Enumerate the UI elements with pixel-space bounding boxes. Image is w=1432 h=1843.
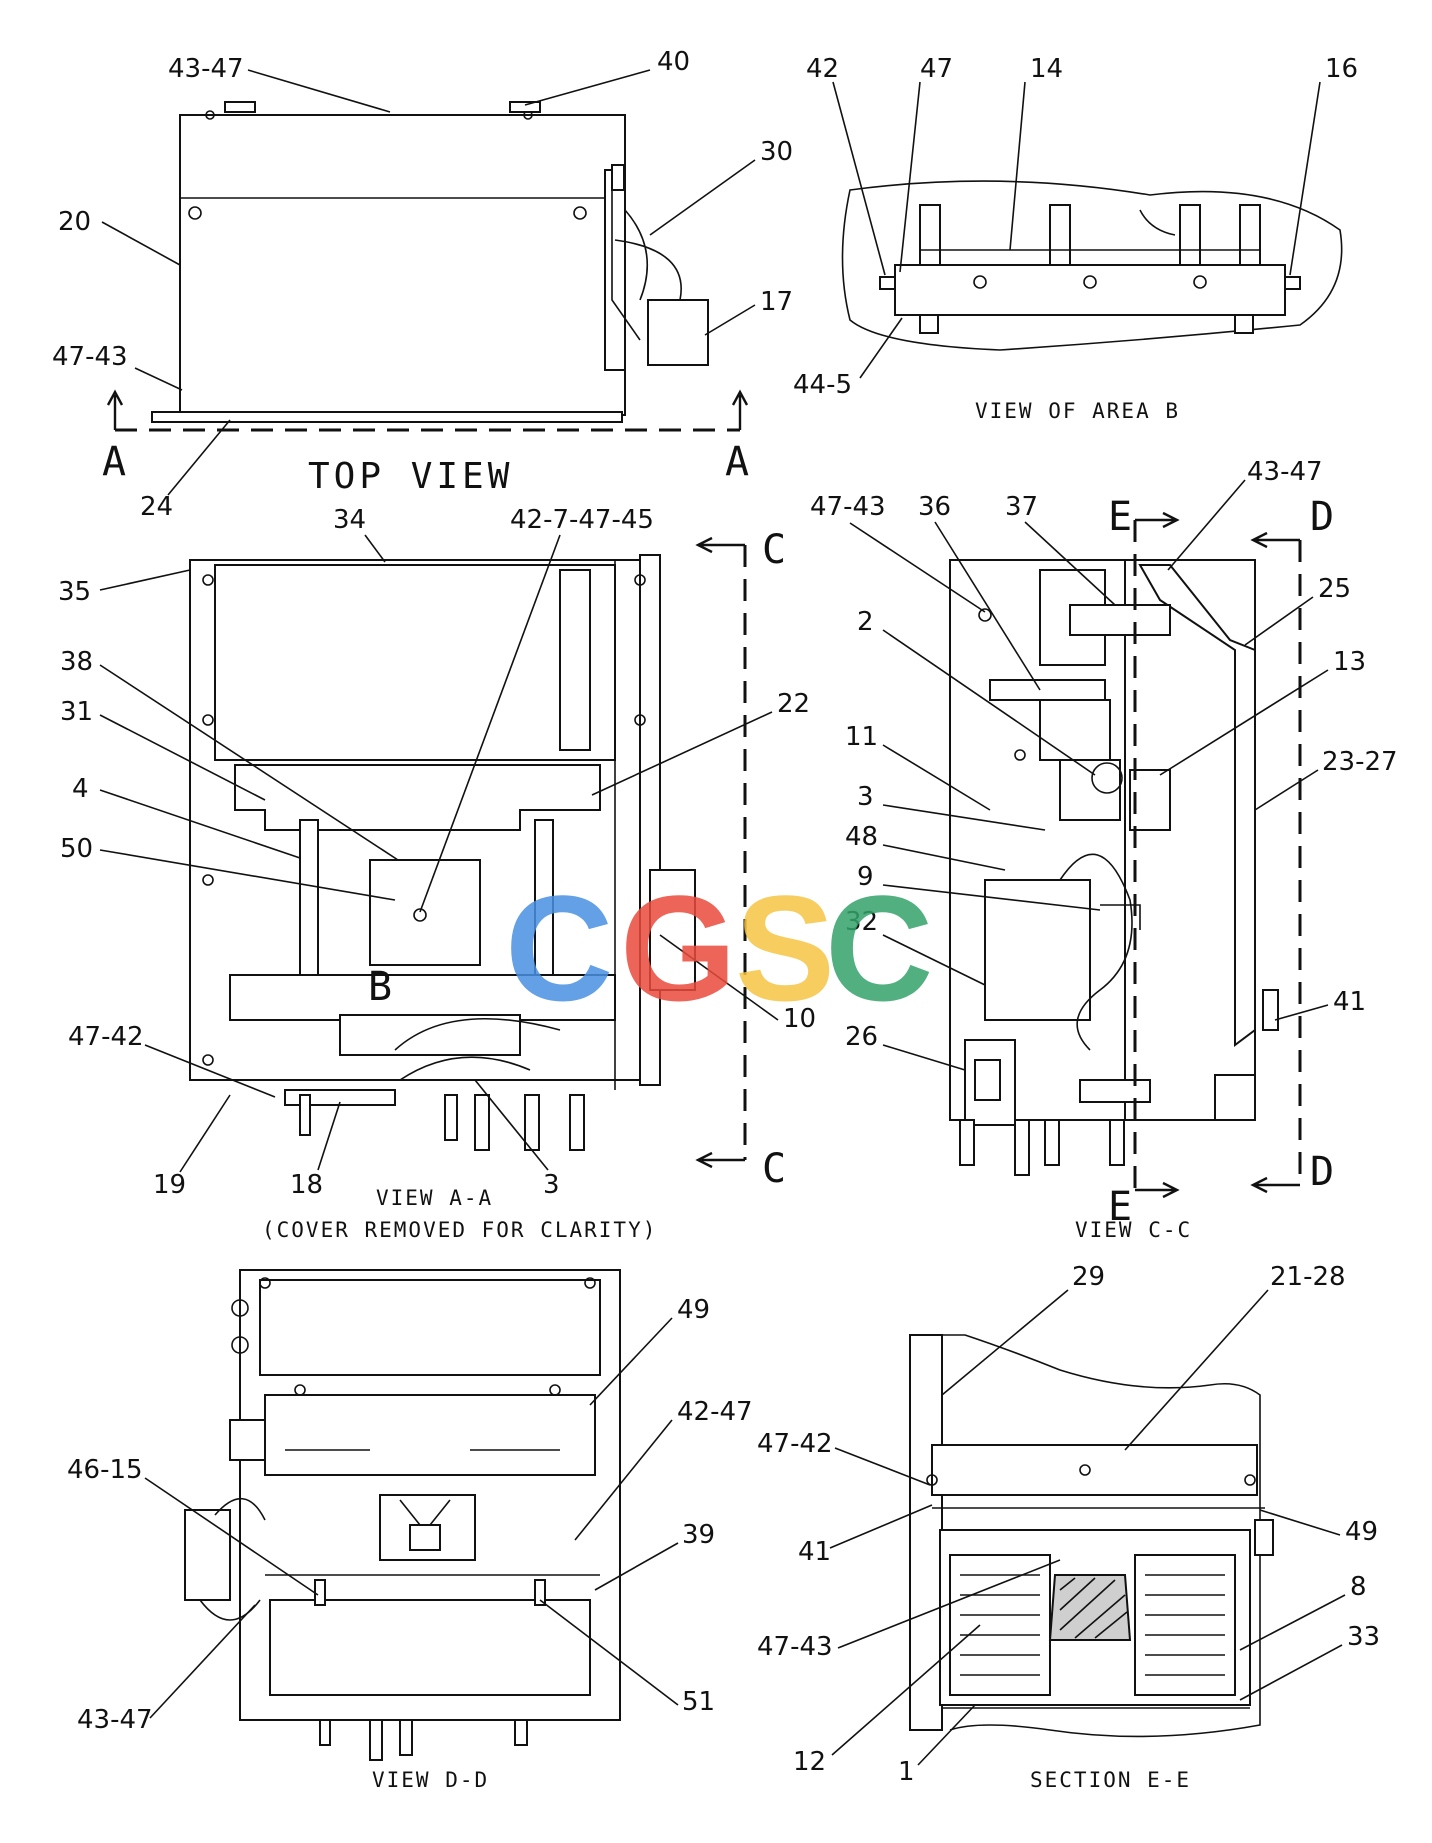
callout: 19: [153, 1170, 186, 1200]
callout: 29: [1072, 1262, 1105, 1292]
watermark-letter: C: [825, 864, 933, 1032]
callout: 34: [333, 505, 366, 535]
callout: 24: [140, 492, 173, 522]
callout: 35: [58, 577, 91, 607]
callout: 12: [793, 1747, 826, 1777]
callout: 47-42: [68, 1022, 144, 1052]
callout: 13: [1333, 647, 1366, 677]
area-b-view: [841, 180, 1343, 351]
callout: 42-7-47-45: [510, 505, 654, 535]
callout: 17: [760, 287, 793, 317]
watermark-letter: G: [620, 864, 737, 1032]
callout: 33: [1347, 1622, 1380, 1652]
section-letter: A: [725, 439, 749, 485]
callout: 1: [898, 1757, 915, 1787]
top-view: [106, 101, 749, 432]
section-ee-callouts: 29 21-28 47-42 41 49 8 47-43 33 12 1 SEC…: [757, 1262, 1380, 1792]
callout: 2: [857, 607, 874, 637]
section-letter: C: [762, 1146, 786, 1192]
cgsc-watermark: C G S C: [505, 864, 933, 1032]
callout: 10: [783, 1004, 816, 1034]
top-view-housing: [179, 114, 626, 416]
view-cc-callouts: 47-43 36 37 43-47 25 2 13 11 23-27 3 48 …: [810, 457, 1398, 1242]
callout: 43-47: [77, 1705, 153, 1735]
view-title: VIEW OF AREA B: [975, 399, 1180, 423]
callout: 30: [760, 137, 793, 167]
callout: 49: [677, 1295, 710, 1325]
section-letter: E: [1108, 494, 1132, 540]
top-view-callouts: 43-47 40 30 20 17 47-43 24 A A TOP VIEW: [52, 47, 793, 522]
callout: 48: [845, 822, 878, 852]
callout: 3: [543, 1170, 560, 1200]
section-letter: D: [1310, 1149, 1334, 1195]
callout: 49: [1345, 1517, 1378, 1547]
callout: 18: [290, 1170, 323, 1200]
view-title: VIEW A-A: [376, 1186, 493, 1210]
callout: 3: [857, 782, 874, 812]
callout: 8: [1350, 1572, 1367, 1602]
callout: 26: [845, 1022, 878, 1052]
view-title: SECTION E-E: [1030, 1768, 1191, 1792]
callout: 36: [918, 492, 951, 522]
callout: 43-47: [168, 54, 244, 84]
callout: 22: [777, 689, 810, 719]
callout: 44-5: [793, 370, 852, 400]
callout: 47: [920, 54, 953, 84]
section-ee: [909, 1334, 1274, 1738]
callout: 25: [1318, 574, 1351, 604]
callout: 41: [798, 1537, 831, 1567]
section-letter: E: [1108, 1184, 1132, 1230]
callout: 16: [1325, 54, 1358, 84]
callout: 47-43: [52, 342, 128, 372]
view-aa: [189, 536, 747, 1169]
callout: 14: [1030, 54, 1063, 84]
callout: 41: [1333, 987, 1366, 1017]
view-dd: [184, 1269, 621, 1761]
callout: 40: [657, 47, 690, 77]
view-aa-callouts: 34 42-7-47-45 35 38 31 22 4 50 10 47-42 …: [58, 505, 816, 1242]
view-cc: [949, 511, 1302, 1199]
callout: 51: [682, 1687, 715, 1717]
callout: 43-47: [1247, 457, 1323, 487]
callout: 50: [60, 834, 93, 864]
callout: 47-42: [757, 1429, 833, 1459]
area-b-callouts: 42 47 14 16 44-5 VIEW OF AREA B: [793, 54, 1358, 423]
callout: 21-28: [1270, 1262, 1346, 1292]
view-title: VIEW C-C: [1075, 1218, 1192, 1242]
callout: 42: [806, 54, 839, 84]
watermark-letter: C: [505, 864, 613, 1032]
callout: 11: [845, 722, 878, 752]
callout: 9: [857, 862, 874, 892]
callout: 47-43: [810, 492, 886, 522]
view-subtitle: (COVER REMOVED FOR CLARITY): [262, 1218, 657, 1242]
callout: 46-15: [67, 1455, 143, 1485]
callout: 4: [72, 774, 89, 804]
callout: 38: [60, 647, 93, 677]
callout: 23-27: [1322, 747, 1398, 777]
callout: 42-47: [677, 1397, 753, 1427]
section-letter: A: [102, 439, 126, 485]
view-title: TOP VIEW: [308, 456, 513, 497]
callout: 20: [58, 207, 91, 237]
callout: 47-43: [757, 1632, 833, 1662]
watermark-letter: S: [735, 864, 835, 1032]
section-letter: D: [1310, 494, 1334, 540]
callout: 39: [682, 1520, 715, 1550]
section-letter: C: [762, 527, 786, 573]
view-title: VIEW D-D: [372, 1768, 489, 1792]
callout: 31: [60, 697, 93, 727]
section-letter: B: [368, 964, 392, 1010]
view-dd-callouts: 49 42-47 46-15 39 43-47 51 VIEW D-D: [67, 1295, 753, 1792]
callout: 32: [845, 907, 878, 937]
callout: 37: [1005, 492, 1038, 522]
